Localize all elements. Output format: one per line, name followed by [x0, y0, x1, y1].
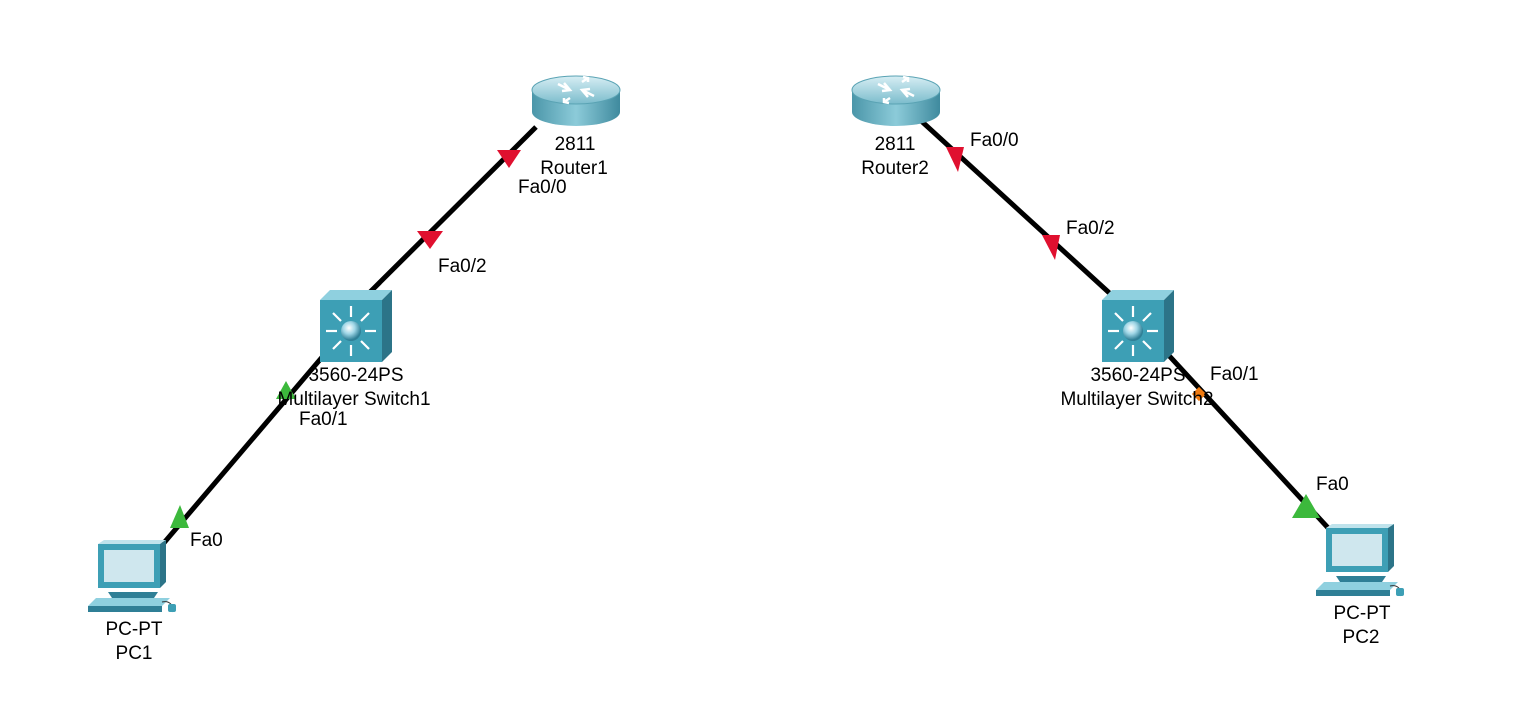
- port-indicator-switch2-fa0-2: [1042, 235, 1060, 260]
- pc-icon: [88, 540, 176, 613]
- pc2-name-label: PC2: [1343, 627, 1380, 648]
- pc1-name-label: PC1: [116, 643, 153, 664]
- link-router2-switch2[interactable]: [916, 116, 1130, 312]
- port-label-pc2-fa0: Fa0: [1316, 474, 1349, 495]
- multilayer-switch1[interactable]: [320, 290, 392, 362]
- port-label-router2-fa0-0: Fa0/0: [970, 130, 1019, 151]
- port-label-router1-fa0-0: Fa0/0: [518, 177, 567, 198]
- router2-name-label: Router2: [861, 158, 929, 179]
- switch1-model-label: 3560-24PS: [308, 365, 403, 386]
- multilayer-switch-icon: [1102, 290, 1174, 362]
- multilayer-switch2[interactable]: [1102, 290, 1174, 362]
- switch1-name-label: Multilayer Switch1: [277, 389, 430, 410]
- port-indicator-pc1-fa0: [170, 505, 189, 528]
- router2-model-label: 2811: [875, 134, 916, 155]
- port-indicator-pc2-fa0: [1292, 494, 1320, 518]
- router1-model-label: 2811: [555, 134, 596, 155]
- pc1-model-label: PC-PT: [106, 619, 163, 640]
- pc2[interactable]: [1316, 524, 1404, 597]
- port-label-switch1-fa0-1: Fa0/1: [299, 409, 348, 430]
- router1-name-label: Router1: [540, 158, 608, 179]
- port-indicator-router1-fa0-0: [497, 150, 521, 168]
- router-icon: [851, 75, 941, 126]
- pc1[interactable]: [88, 540, 176, 613]
- switch2-name-label: Multilayer Switch2: [1060, 389, 1213, 410]
- pc-icon: [1316, 524, 1404, 597]
- port-indicator-switch2-fa0-1: [1191, 386, 1207, 402]
- link-switch2-pc2[interactable]: [1136, 320, 1332, 532]
- router1[interactable]: [531, 75, 621, 126]
- port-label-switch2-fa0-1: Fa0/1: [1210, 364, 1259, 385]
- port-label-switch1-fa0-2: Fa0/2: [438, 256, 487, 277]
- switch2-model-label: 3560-24PS: [1090, 365, 1185, 386]
- router-icon: [531, 75, 621, 126]
- pc2-model-label: PC-PT: [1334, 603, 1391, 624]
- port-indicator-switch1-fa0-2: [417, 231, 443, 249]
- port-indicator-switch1-fa0-1: [276, 381, 296, 399]
- port-label-pc1-fa0: Fa0: [190, 530, 223, 551]
- port-label-switch2-fa0-2: Fa0/2: [1066, 218, 1115, 239]
- multilayer-switch-icon: [320, 290, 392, 362]
- router2[interactable]: [851, 75, 941, 126]
- port-indicator-router2-fa0-0: [946, 147, 964, 172]
